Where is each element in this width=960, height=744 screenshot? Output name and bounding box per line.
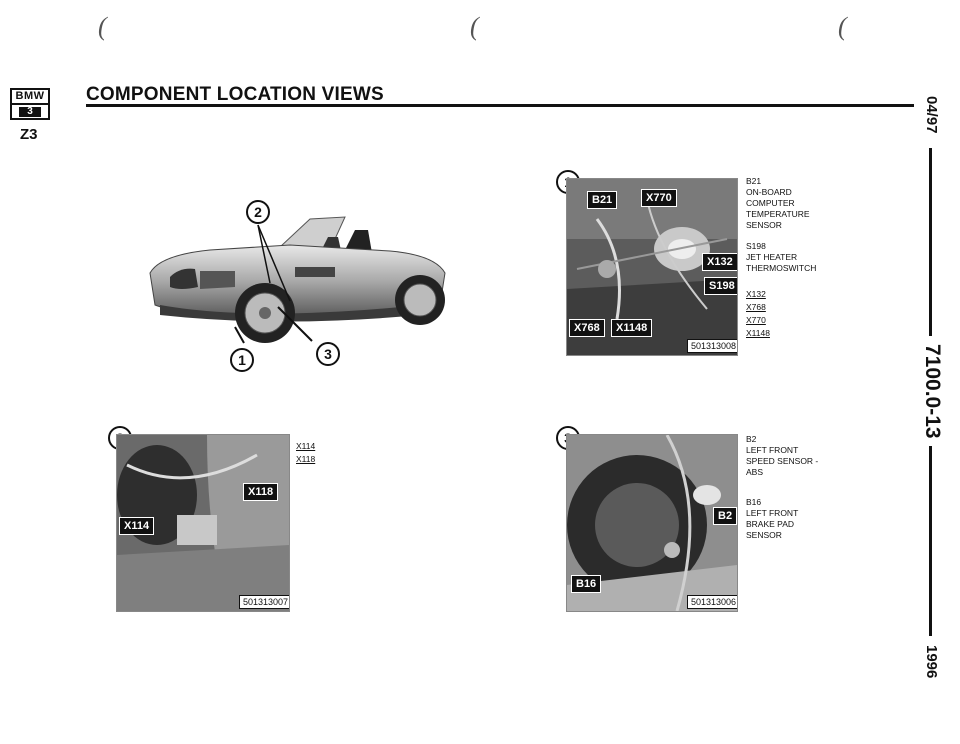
tag-s198: S198: [704, 277, 737, 295]
legend-code: B2: [746, 434, 757, 444]
photo-code: 501313007: [239, 595, 289, 609]
margin-date: 04/97: [923, 96, 940, 134]
tag-x770: X770: [641, 189, 677, 207]
legend-desc: SENSOR: [746, 530, 782, 540]
legend-b21: B21 ON-BOARD COMPUTER TEMPERATURE SENSOR: [746, 176, 810, 231]
legend-desc: LEFT FRONT: [746, 445, 799, 455]
legend-desc: SPEED SENSOR -: [746, 456, 819, 466]
margin-rule: [929, 148, 932, 336]
legend-desc: SENSOR: [746, 220, 782, 230]
tag-x132: X132: [702, 253, 737, 271]
connector-item: X114: [296, 441, 316, 451]
callout-1: 1: [230, 348, 254, 372]
tag-x768: X768: [569, 319, 605, 337]
legend-desc: COMPUTER: [746, 198, 795, 208]
tag-x1148: X1148: [611, 319, 653, 337]
logo-series: 3: [19, 107, 41, 117]
legend-connectors: X132 X768 X770 X1148: [746, 288, 770, 340]
legend-connectors: X114 X118: [296, 440, 315, 466]
callout-3: 3: [316, 342, 340, 366]
tag-b2: B2: [713, 507, 737, 525]
model-label: Z3: [20, 126, 38, 143]
legend-b2: B2 LEFT FRONT SPEED SENSOR - ABS: [746, 434, 818, 478]
connector-item: X770: [746, 315, 766, 325]
legend-code: S198: [746, 241, 766, 251]
view2-photo: X118 X114 501313007: [116, 434, 290, 612]
car-overview-image: [140, 195, 450, 385]
connector-item: X768: [746, 302, 766, 312]
page-title: COMPONENT LOCATION VIEWS: [86, 84, 384, 105]
tag-b16: B16: [571, 575, 602, 593]
legend-code: B16: [746, 497, 762, 507]
photo-code: 501313006: [687, 595, 737, 609]
photo-code: 501313008: [687, 339, 737, 353]
scan-mark: (: [470, 12, 479, 41]
legend-desc: TEMPERATURE: [746, 209, 810, 219]
car-illustration: [149, 216, 446, 344]
tag-x114: X114: [119, 517, 155, 535]
wheel-arch-photo: [117, 435, 289, 611]
tag-b21: B21: [587, 191, 618, 209]
title-rule: [86, 104, 914, 107]
callout-2: 2: [246, 200, 270, 224]
legend-b16: B16 LEFT FRONT BRAKE PAD SENSOR: [746, 497, 798, 541]
legend-code: B21: [746, 176, 762, 186]
legend-desc: ABS: [746, 467, 764, 477]
margin-rule: [929, 446, 932, 636]
tag-x118: X118: [243, 483, 279, 501]
legend-desc: LEFT FRONT: [746, 508, 799, 518]
connector-item: X132: [746, 289, 766, 299]
logo-brand: BMW: [12, 90, 48, 105]
view1-photo: B21 X770 X132 S198 X768 X1148 501313008: [566, 178, 738, 356]
legend-desc: JET HEATER: [746, 252, 798, 262]
scan-mark: (: [838, 12, 847, 41]
view3-photo: B2 B16 501313006: [566, 434, 738, 612]
legend-desc: THERMOSWITCH: [746, 263, 817, 273]
margin-year: 1996: [923, 645, 940, 679]
margin-page-code: 7100.0-13: [921, 344, 944, 439]
connector-item: X1148: [746, 328, 770, 338]
legend-desc: ON-BOARD: [746, 187, 792, 197]
bmw-logo: BMW 3: [10, 88, 50, 120]
legend-desc: BRAKE PAD: [746, 519, 795, 529]
legend-s198: S198 JET HEATER THERMOSWITCH: [746, 241, 816, 274]
scan-mark: (: [98, 12, 107, 41]
connector-item: X118: [296, 454, 316, 464]
